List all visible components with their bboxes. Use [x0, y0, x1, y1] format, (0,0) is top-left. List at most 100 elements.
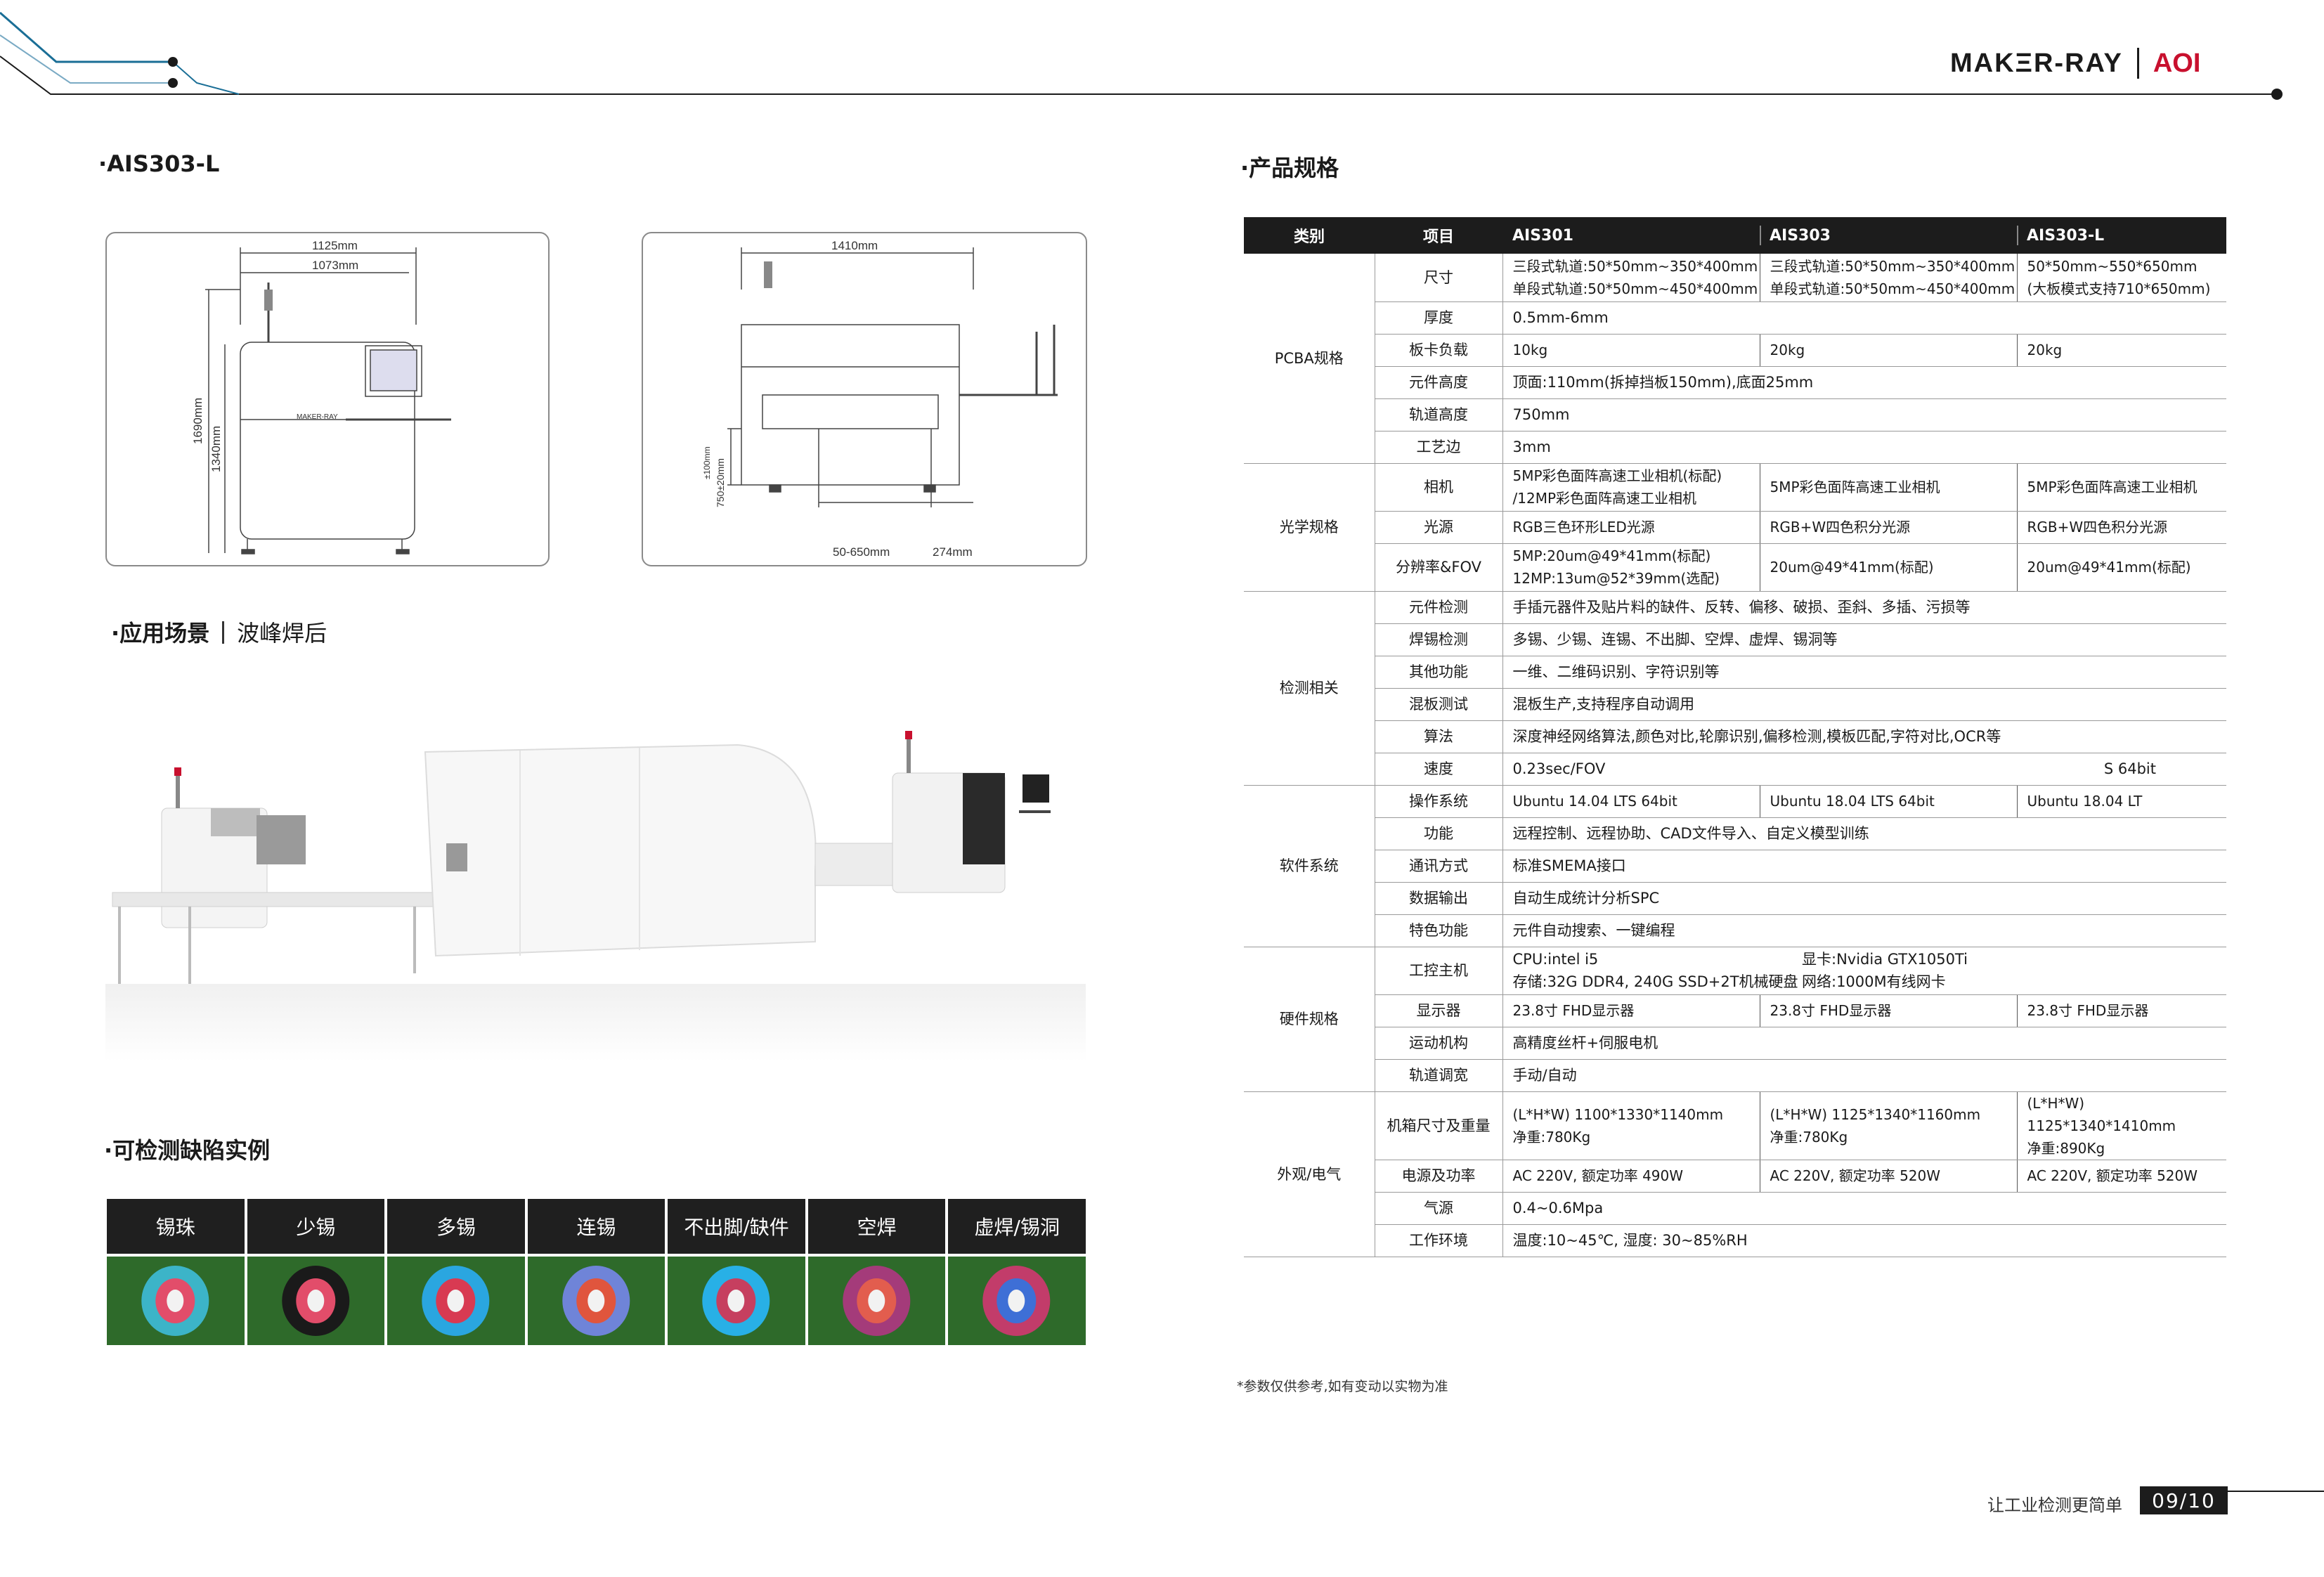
spec-item: 电源及功率: [1375, 1160, 1503, 1193]
spec-row: 工作环境温度:10~45℃, 湿度: 30~85%RH: [1244, 1224, 2226, 1257]
defect-title: ·可检测缺陷实例: [104, 1137, 271, 1164]
spec-row: 轨道调宽手动/自动: [1244, 1059, 2226, 1092]
defect-card: 少锡: [247, 1199, 385, 1345]
spec-value: AC 220V, 额定功率 490W: [1502, 1160, 1760, 1193]
defect-sample-image: [387, 1257, 525, 1345]
defect-card: 虚焊/锡洞: [948, 1199, 1086, 1345]
spec-value: 一维、二维码识别、字符识别等: [1502, 656, 2226, 689]
spec-header-cell: AIS303: [1760, 217, 2017, 254]
spec-value: 5MP彩色面阵高速工业相机: [2016, 463, 2226, 512]
spec-category: 外观/电气: [1244, 1091, 1375, 1257]
defect-sample-image: [247, 1257, 385, 1345]
spec-item: 轨道高度: [1375, 398, 1503, 431]
spec-item: 速度: [1375, 753, 1503, 786]
spec-value: Ubuntu 18.04 LTS 64bit: [1759, 785, 2017, 818]
defect-sample-image: [107, 1257, 245, 1345]
defect-sample-image: [948, 1257, 1086, 1345]
spec-row: 元件高度顶面:110mm(拆掉挡板150mm),底面25mm: [1244, 366, 2226, 399]
spec-row: 其他功能一维、二维码识别、字符识别等: [1244, 656, 2226, 689]
spec-value: AC 220V, 额定功率 520W: [2016, 1160, 2226, 1193]
scene-title: ·应用场景波峰焊后: [111, 616, 327, 648]
dim-height-total: 1690mm: [191, 397, 205, 444]
spec-value: 标准SMEMA接口: [1502, 850, 2226, 883]
defect-label: 不出脚/缺件: [668, 1199, 805, 1254]
defect-label: 多锡: [387, 1199, 525, 1254]
spec-value: AC 220V, 额定功率 520W: [1759, 1160, 2017, 1193]
footnote: *参数仅供参考,如有变动以实物为准: [1237, 1379, 1448, 1394]
dim-track-width: 50-650mm: [833, 545, 890, 559]
spec-value: 23.8寸 FHD显示器: [1502, 994, 1760, 1027]
dim-width-total: 1410mm: [831, 239, 878, 252]
spec-item: 其他功能: [1375, 656, 1503, 689]
dim-side-width: 274mm: [933, 545, 973, 559]
production-line-image: [105, 731, 1086, 1061]
spec-value: 自动生成统计分析SPC: [1502, 882, 2226, 915]
spec-value: 23.8寸 FHD显示器: [2016, 994, 2226, 1027]
spec-title: ·产品规格: [1240, 155, 1339, 181]
dim-track-height: 750±20mm: [715, 458, 726, 507]
spec-item: 光源: [1375, 511, 1503, 544]
spec-value: 元件自动搜索、一键编程: [1502, 914, 2226, 947]
spec-value: 多锡、少锡、连锡、不出脚、空焊、虚焊、锡洞等: [1502, 623, 2226, 656]
defect-card: 空焊: [807, 1199, 946, 1345]
defect-sample-image: [527, 1257, 666, 1345]
spec-value: 20kg: [1759, 334, 2017, 367]
spec-item: 元件检测: [1375, 591, 1503, 624]
spec-item: 混板测试: [1375, 688, 1503, 721]
spec-header-cell: 项目: [1375, 217, 1502, 254]
spec-value: 5MP彩色面阵高速工业相机(标配)/12MP彩色面阵高速工业相机: [1502, 463, 1760, 512]
spec-value: Ubuntu 14.04 LTS 64bit: [1502, 785, 1760, 818]
spec-value-extra: S 64bit: [2103, 760, 2156, 777]
defect-card: 多锡: [387, 1199, 525, 1345]
spec-header-cell: AIS301: [1502, 217, 1760, 254]
defect-label: 虚焊/锡洞: [948, 1199, 1086, 1254]
defect-label: 连锡: [527, 1199, 666, 1254]
model-title: ·AIS303-L: [98, 150, 220, 177]
spec-row: 功能远程控制、远程协助、CAD文件导入、自定义模型训练: [1244, 817, 2226, 850]
spec-category: 光学规格: [1244, 463, 1375, 592]
spec-row: 算法深度神经网络算法,颜色对比,轮廓识别,偏移检测,模板匹配,字符对比,OCR等: [1244, 720, 2226, 753]
spec-value: RGB+W四色积分光源: [2016, 511, 2226, 544]
scene-divider: [222, 621, 225, 644]
page-number: 09/10: [2140, 1486, 2228, 1514]
spec-item: 厚度: [1375, 301, 1503, 335]
spec-item: 板卡负载: [1375, 334, 1503, 367]
spec-row: 通讯方式标准SMEMA接口: [1244, 850, 2226, 883]
dim-height-body: 1340mm: [209, 425, 223, 472]
spec-value: RGB+W四色积分光源: [1759, 511, 2017, 544]
spec-value: 深度神经网络算法,颜色对比,轮廓识别,偏移检测,模板匹配,字符对比,OCR等: [1502, 720, 2226, 753]
spec-item: 气源: [1375, 1192, 1503, 1225]
spec-item: 功能: [1375, 817, 1503, 850]
spec-value: 0.4~0.6Mpa: [1502, 1192, 2226, 1225]
spec-item: 操作系统: [1375, 785, 1503, 818]
spec-value: 5MP彩色面阵高速工业相机: [1759, 463, 2017, 512]
spec-value: 20um@49*41mm(标配): [1759, 543, 2017, 592]
spec-value: 750mm: [1502, 398, 2226, 431]
spec-value: 3mm: [1502, 431, 2226, 464]
defect-card: 连锡: [527, 1199, 666, 1345]
dim-width-outer: 1125mm: [312, 239, 358, 252]
front-logo: MAKER-RAY: [297, 413, 338, 421]
spec-item: 机箱尺寸及重量: [1375, 1091, 1503, 1160]
scene-subtitle: 波峰焊后: [237, 620, 327, 647]
spec-value: 手动/自动: [1502, 1059, 2226, 1092]
defect-sample-image: [668, 1257, 805, 1345]
spec-item: 特色功能: [1375, 914, 1503, 947]
spec-item: 通讯方式: [1375, 850, 1503, 883]
spec-category: PCBA规格: [1244, 254, 1375, 464]
header-lines: [0, 11, 2283, 100]
brand-logo: MAKΞR-RAY AOI: [1950, 46, 2200, 80]
